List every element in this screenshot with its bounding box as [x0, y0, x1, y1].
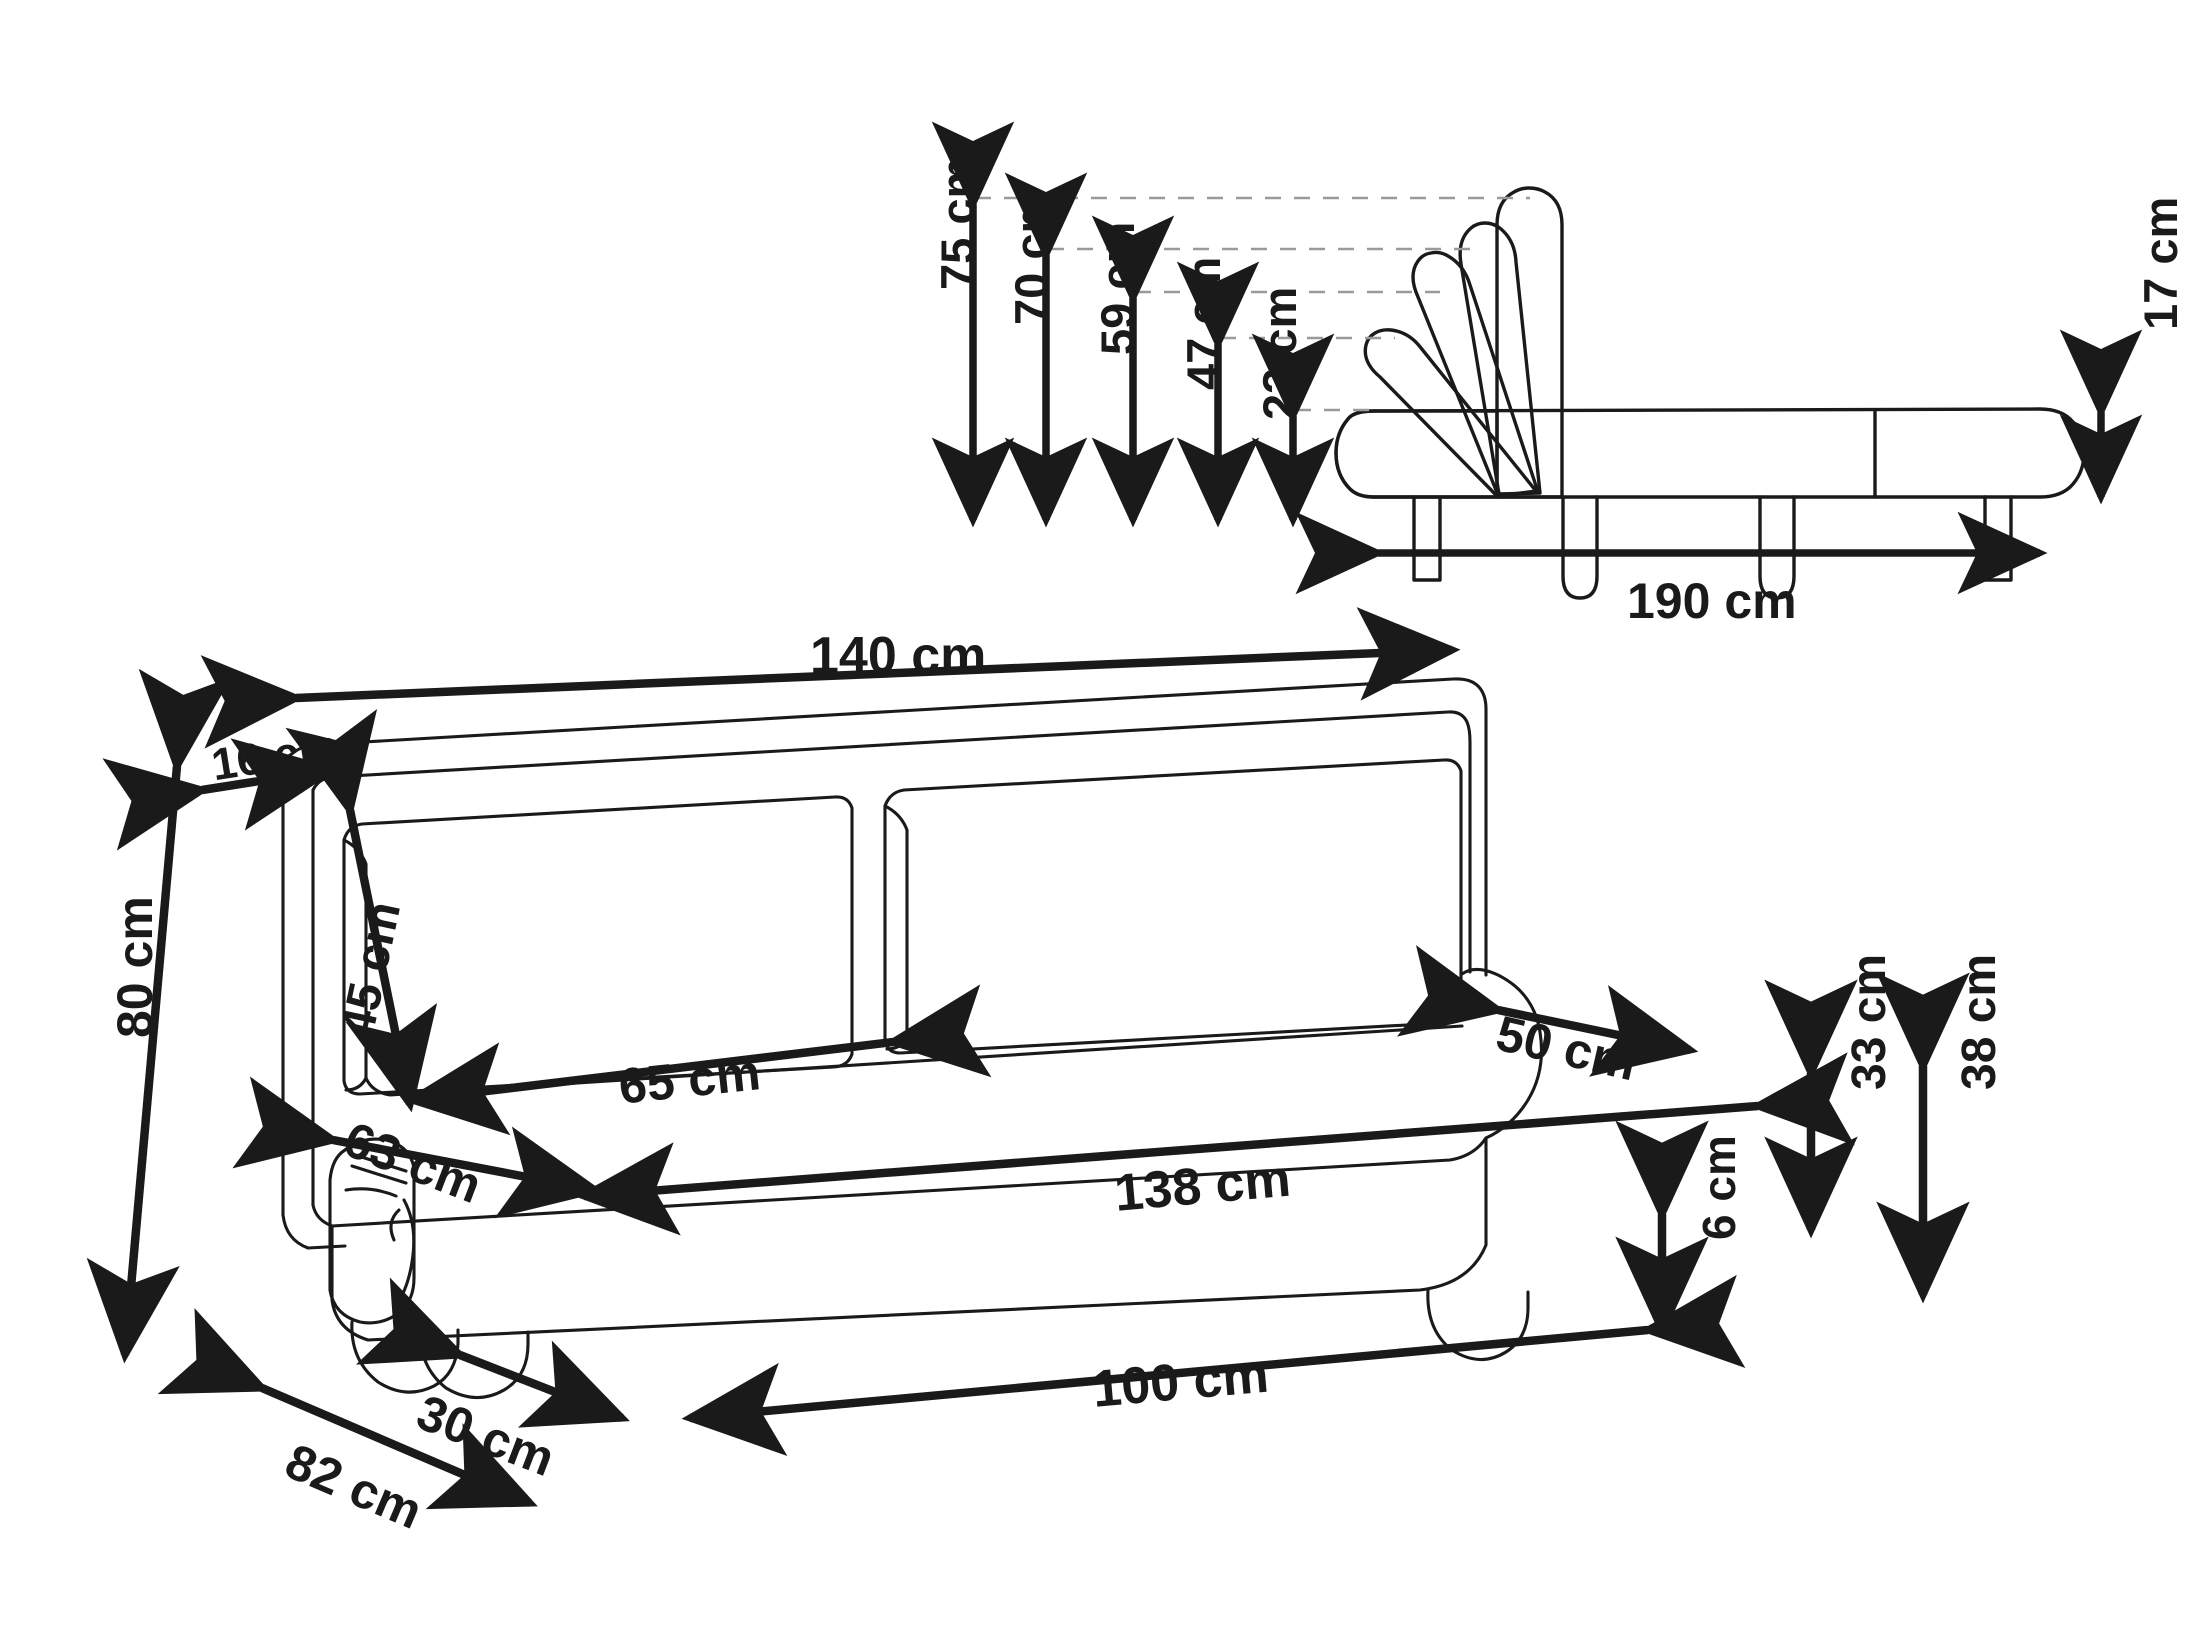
side-view-group	[1334, 186, 2086, 600]
dim-label-75cm: 75 cm	[931, 156, 984, 290]
dim-label-17cm: 17 cm	[2134, 196, 2187, 330]
dim-label-190cm: 190 cm	[1627, 573, 1797, 629]
dim-label-6cm: 6 cm	[1693, 1135, 1745, 1240]
dim-label-33cm: 33 cm	[1843, 953, 1896, 1090]
dim-label-140cm: 140 cm	[810, 627, 987, 685]
dim-label-38cm: 38 cm	[1953, 953, 2006, 1090]
perspective-view-group	[281, 677, 1544, 1400]
dim-label-47cm: 47 cm	[1177, 256, 1230, 390]
perspective-dimension-arrows	[86, 607, 1970, 1510]
side-view-dimension-arrows	[931, 121, 2143, 595]
dim-label-80cm: 80 cm	[107, 896, 163, 1038]
dim-label-23cm: 23 cm	[1253, 286, 1306, 420]
dim-label-70cm: 70 cm	[1005, 191, 1058, 325]
dim-label-59cm: 59 cm	[1091, 221, 1144, 355]
